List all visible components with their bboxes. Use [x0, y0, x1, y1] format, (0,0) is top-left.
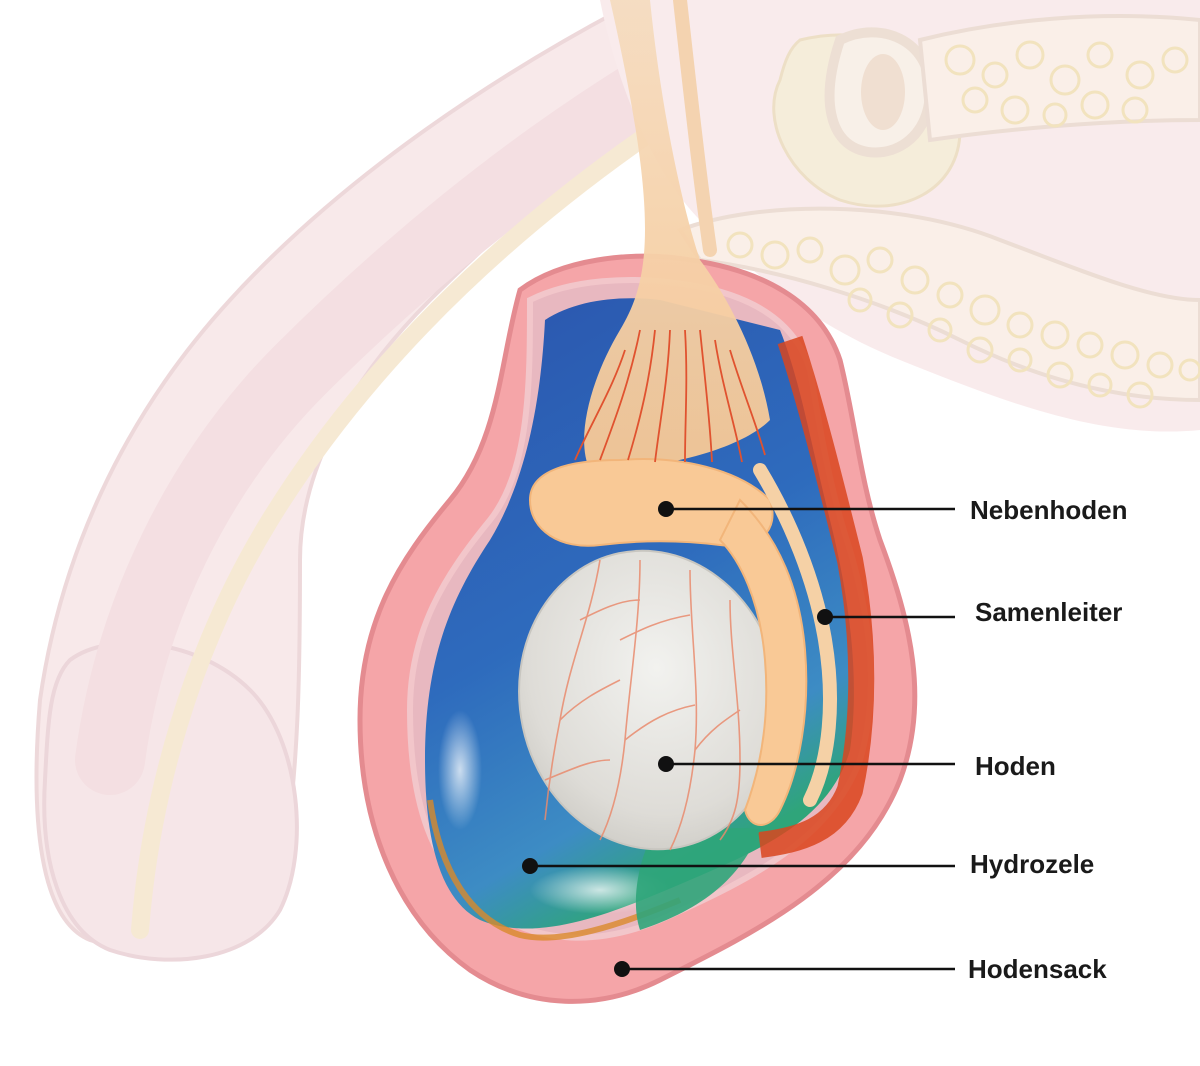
epididymis-cord — [528, 0, 837, 826]
leader-dot-hydrozele — [522, 858, 538, 874]
label-nebenhoden: Nebenhoden — [658, 495, 1127, 525]
label-text-hydrozele: Hydrozele — [970, 849, 1094, 879]
label-hodensack: Hodensack — [614, 954, 1107, 984]
label-text-hoden: Hoden — [975, 751, 1056, 781]
fat-cells — [726, 40, 1200, 409]
background-anatomy — [34, 0, 1200, 962]
testis-vessels — [544, 559, 741, 851]
tissue-band-upper — [917, 14, 1200, 143]
leader-dot-hoden — [658, 756, 674, 772]
labels-layer: Nebenhoden Samenleiter Hoden Hydrozele H… — [522, 495, 1127, 984]
spermatic-cord — [584, 0, 770, 470]
epididymis-head — [528, 458, 774, 547]
label-hoden: Hoden — [658, 751, 1056, 781]
fluid-highlight-2 — [530, 866, 670, 914]
tissue-band-lower — [676, 206, 1200, 403]
label-text-hodensack: Hodensack — [968, 954, 1107, 984]
vas-deferens — [753, 463, 837, 807]
epididymis-body — [718, 498, 808, 826]
fluid-highlight-1 — [438, 710, 482, 830]
label-text-samenleiter: Samenleiter — [975, 597, 1122, 627]
label-samenleiter: Samenleiter — [817, 597, 1122, 627]
cord-vessels — [574, 329, 766, 463]
label-text-nebenhoden: Nebenhoden — [970, 495, 1127, 525]
fluid-green — [635, 828, 760, 930]
pubic-bone-inner — [861, 54, 905, 130]
fluid-edge-orange — [427, 799, 682, 941]
leader-dot-nebenhoden — [658, 501, 674, 517]
leader-dot-samenleiter — [817, 609, 833, 625]
fluid-right-red — [758, 335, 875, 858]
corpus-band — [75, 55, 685, 795]
label-hydrozele: Hydrozele — [522, 849, 1094, 879]
leader-dot-hodensack — [614, 961, 630, 977]
cord-strand — [673, 0, 717, 257]
